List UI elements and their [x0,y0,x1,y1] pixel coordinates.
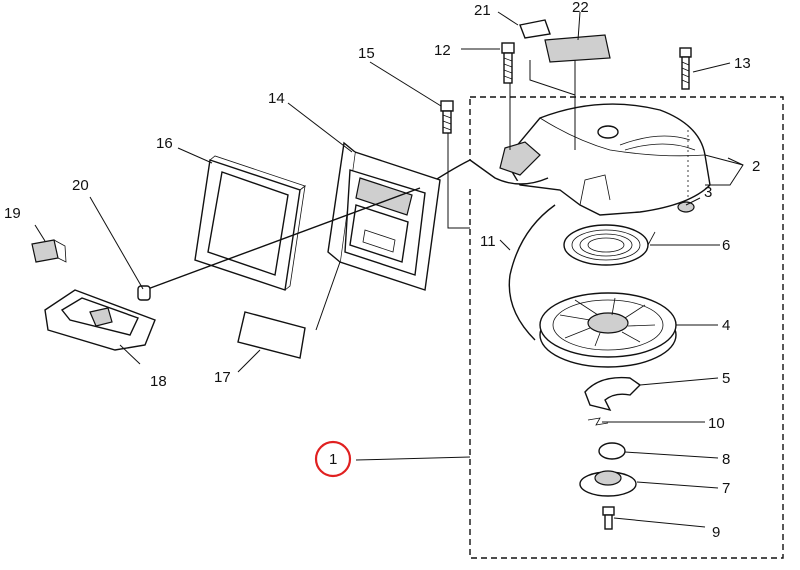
bolt-13 [679,47,692,90]
starter-housing [499,103,711,216]
part-label-18[interactable]: 18 [150,373,167,390]
friction-ring [598,442,626,460]
part-label-5[interactable]: 5 [722,370,730,387]
rod-collar [137,285,151,301]
seal-frame [194,155,306,291]
return-spring [587,417,609,426]
bolt-12 [501,42,515,84]
part-label-14[interactable]: 14 [268,90,285,107]
washer-part [677,201,695,213]
part-label-19[interactable]: 19 [4,205,21,222]
part-label-10[interactable]: 10 [708,415,725,432]
starter-handle [44,289,156,351]
bolt-15 [440,100,454,134]
part-label-7[interactable]: 7 [722,480,730,497]
part-label-17[interactable]: 17 [214,369,231,386]
part-label-6[interactable]: 6 [722,237,730,254]
part-label-4[interactable]: 4 [722,317,730,334]
part-label-1[interactable]: 1 [329,451,337,468]
ratchet [584,376,642,412]
part-label-12[interactable]: 12 [434,42,451,59]
part-label-2[interactable]: 2 [752,158,760,175]
part-label-8[interactable]: 8 [722,451,730,468]
rope-guide [327,141,441,291]
handle-cap [31,239,67,263]
highlight-circle [314,440,352,478]
part-label-21[interactable]: 21 [474,2,491,19]
bolt-9 [602,506,615,530]
leader-lines [34,11,744,528]
part-label-15[interactable]: 15 [358,45,375,62]
part-label-13[interactable]: 13 [734,55,751,72]
part-label-22[interactable]: 22 [572,0,589,16]
part-label-11[interactable]: 11 [480,233,496,250]
label-plate [237,311,306,359]
decal-21 [519,19,551,39]
decal-22 [544,34,611,63]
friction-plate [579,470,637,497]
part-label-3[interactable]: 3 [704,184,712,201]
part-label-16[interactable]: 16 [156,135,173,152]
assembly-boundary [469,96,784,559]
part-label-20[interactable]: 20 [72,177,89,194]
pulley [539,292,677,368]
part-label-9[interactable]: 9 [712,524,720,541]
spiral-spring [563,224,656,266]
